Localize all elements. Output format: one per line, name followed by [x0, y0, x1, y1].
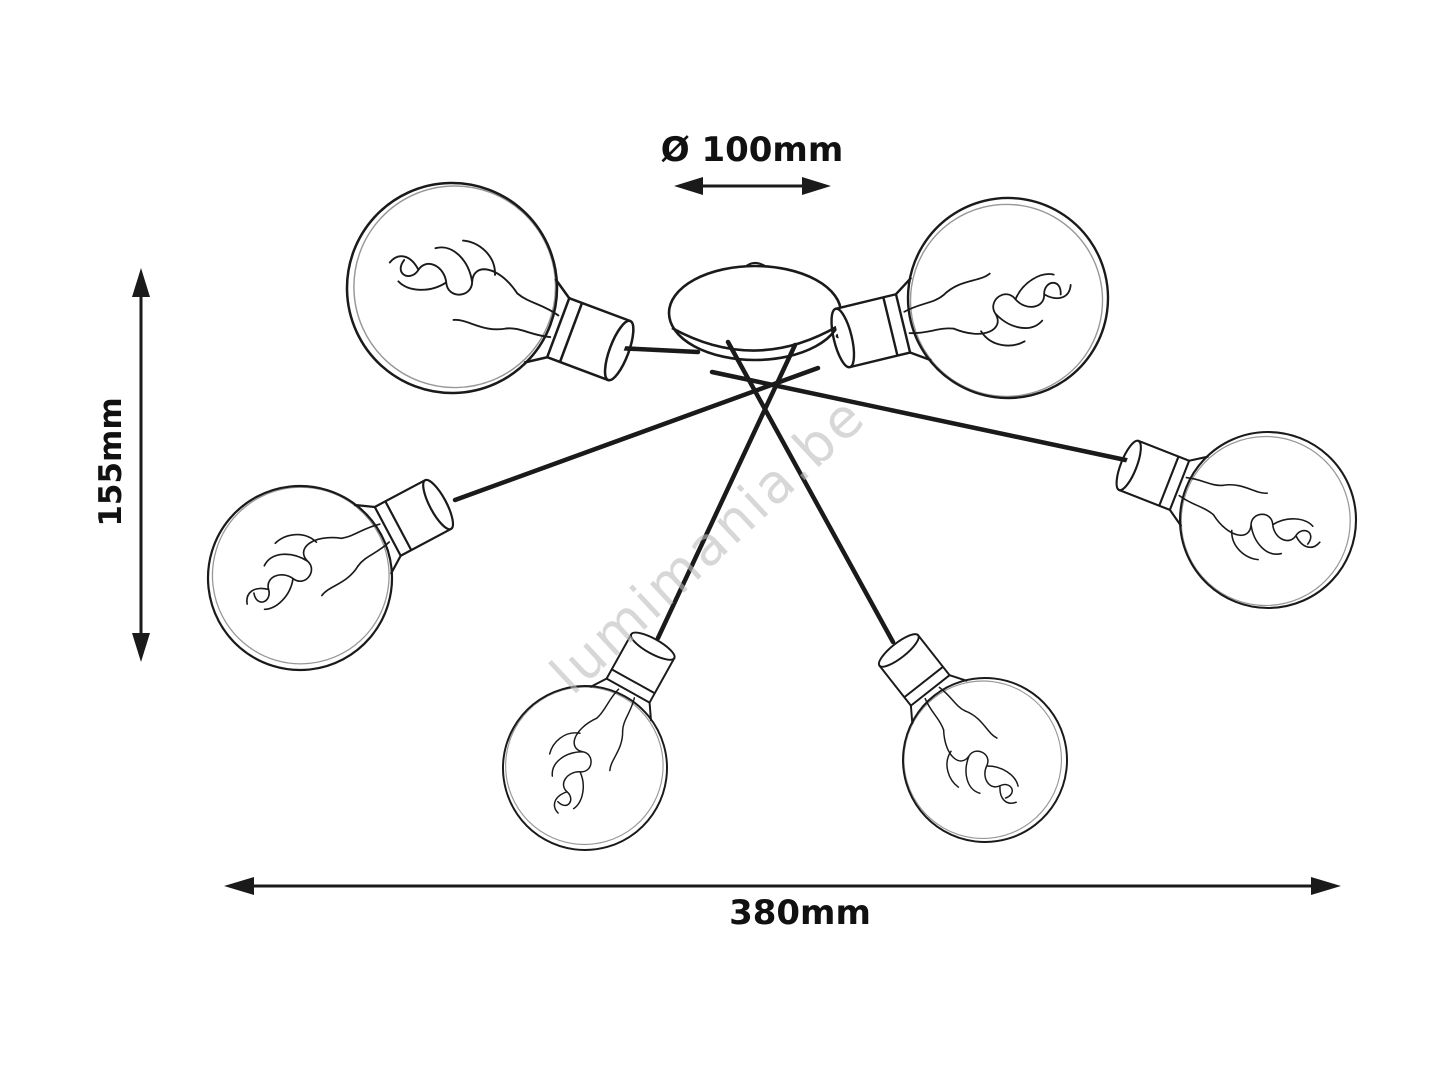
arm-rod-lower-right	[725, 339, 896, 645]
bulb-mid-left	[174, 418, 490, 704]
arm-rod-lower-left	[655, 342, 798, 641]
arm-rod-mid-left	[452, 365, 821, 503]
width-dimension-label: 380mm	[729, 893, 871, 933]
canopy-diameter-label: Ø 100mm	[660, 130, 844, 170]
bulb-lower-right	[828, 592, 1102, 877]
width-dimension-arrow	[224, 877, 1341, 895]
bulb-mid-right	[1088, 379, 1384, 636]
height-dimension-label: 155mm	[93, 397, 129, 527]
diameter-dimension-arrow	[674, 177, 831, 195]
bulb-upper-right	[809, 176, 1130, 439]
arm-rod-mid-right	[709, 369, 1138, 465]
canopy	[667, 262, 843, 362]
height-dimension-arrow	[132, 268, 150, 662]
arm-rods	[452, 333, 1138, 645]
bulb-upper-left	[315, 151, 667, 454]
bulb-lower-left	[472, 598, 730, 881]
